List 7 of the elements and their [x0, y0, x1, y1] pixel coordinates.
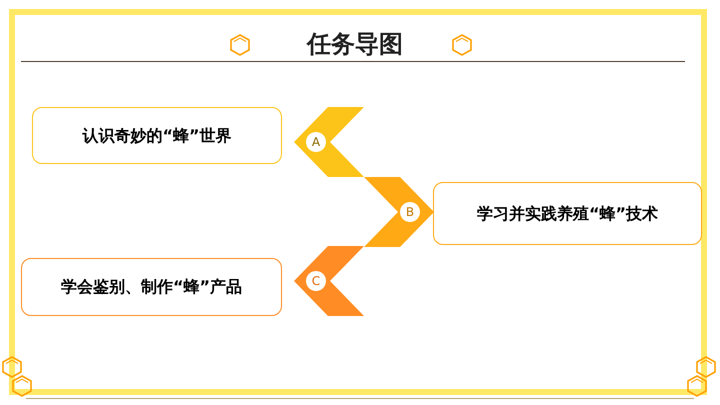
task-box — [433, 182, 702, 245]
task-text: 认识奇妙的“蜂”世界 — [82, 124, 232, 146]
task-box — [21, 258, 282, 316]
task-text: 学会鉴别、制作“蜂”产品 — [60, 276, 242, 298]
title: 任务导图 — [305, 29, 404, 60]
task-box — [32, 107, 282, 164]
task-text: 学习并实践养殖“蜂”技术 — [476, 202, 658, 224]
